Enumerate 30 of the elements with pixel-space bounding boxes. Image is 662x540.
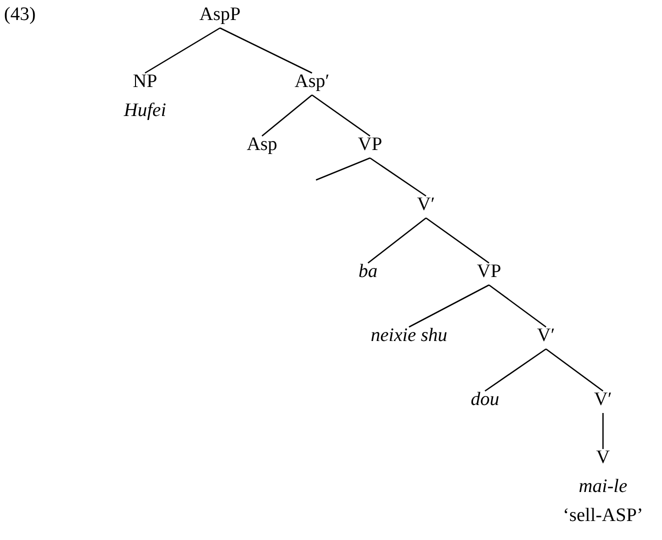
tree-branch: [602, 413, 604, 449]
gloss-label: ‘sell-ASP’: [562, 504, 644, 528]
tree-branch: [408, 284, 490, 328]
tree-branch: [262, 94, 312, 136]
category-label: Asp: [246, 133, 278, 157]
tree-branch: [426, 217, 490, 264]
word-label: dou: [470, 388, 500, 412]
tree-branch: [546, 348, 604, 392]
tree-branch: [316, 157, 370, 181]
tree-branch: [488, 284, 546, 328]
tree-branch: [370, 157, 426, 197]
tree-branch: [484, 348, 546, 392]
category-label: V′: [417, 193, 435, 217]
word-label: neixie shu: [370, 324, 448, 348]
example-number: (43): [4, 3, 36, 27]
category-label: VP: [476, 260, 502, 284]
tree-branch: [220, 27, 312, 74]
tree-branch: [144, 27, 220, 74]
category-label: V′: [537, 324, 555, 348]
tree-branch: [368, 217, 426, 264]
category-label: VP: [358, 133, 382, 157]
category-label: V′: [594, 388, 612, 412]
word-label: mai-le: [578, 475, 628, 499]
category-label: V: [596, 446, 610, 470]
word-label: Hufei: [124, 99, 166, 123]
word-label: ba: [358, 260, 378, 284]
category-label: AspP: [199, 3, 241, 27]
tree-branch: [312, 94, 370, 137]
category-label: Asp′: [294, 70, 330, 94]
category-label: NP: [132, 70, 158, 94]
